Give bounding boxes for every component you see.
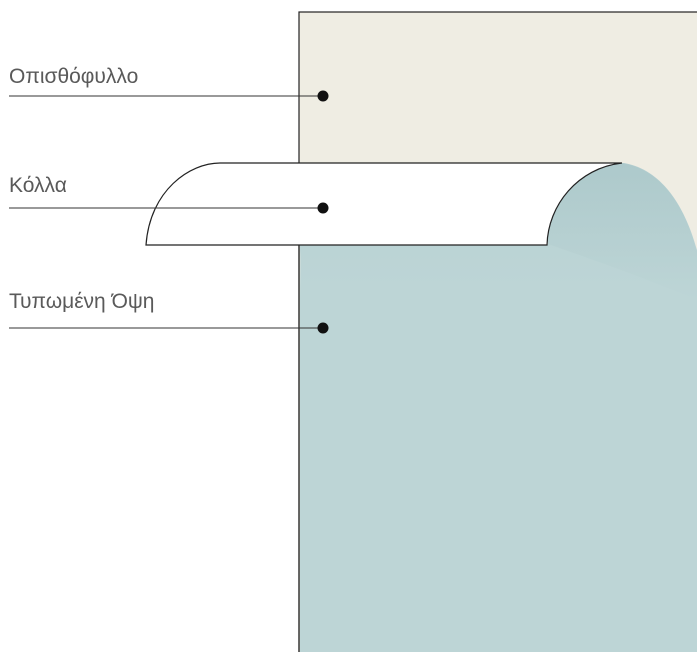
printed-face: [298, 163, 697, 657]
printed-face-shape: [299, 163, 697, 657]
leader-backing: [9, 90, 329, 102]
glue-layer: [145, 162, 623, 246]
peel-curl-shading: [547, 163, 697, 300]
leader-dot-glue: [317, 202, 329, 214]
label-printed-side: Τυπωμένη Όψη: [9, 290, 155, 313]
leader-dot-printed: [317, 322, 329, 334]
glue-layer-shape: [145, 162, 623, 246]
leader-dot-backing: [317, 90, 329, 102]
leader-printed: [9, 322, 329, 334]
label-backing: Οπισθόφυλλο: [9, 65, 139, 88]
label-glue: Κόλλα: [9, 174, 67, 197]
leader-glue: [9, 202, 329, 214]
